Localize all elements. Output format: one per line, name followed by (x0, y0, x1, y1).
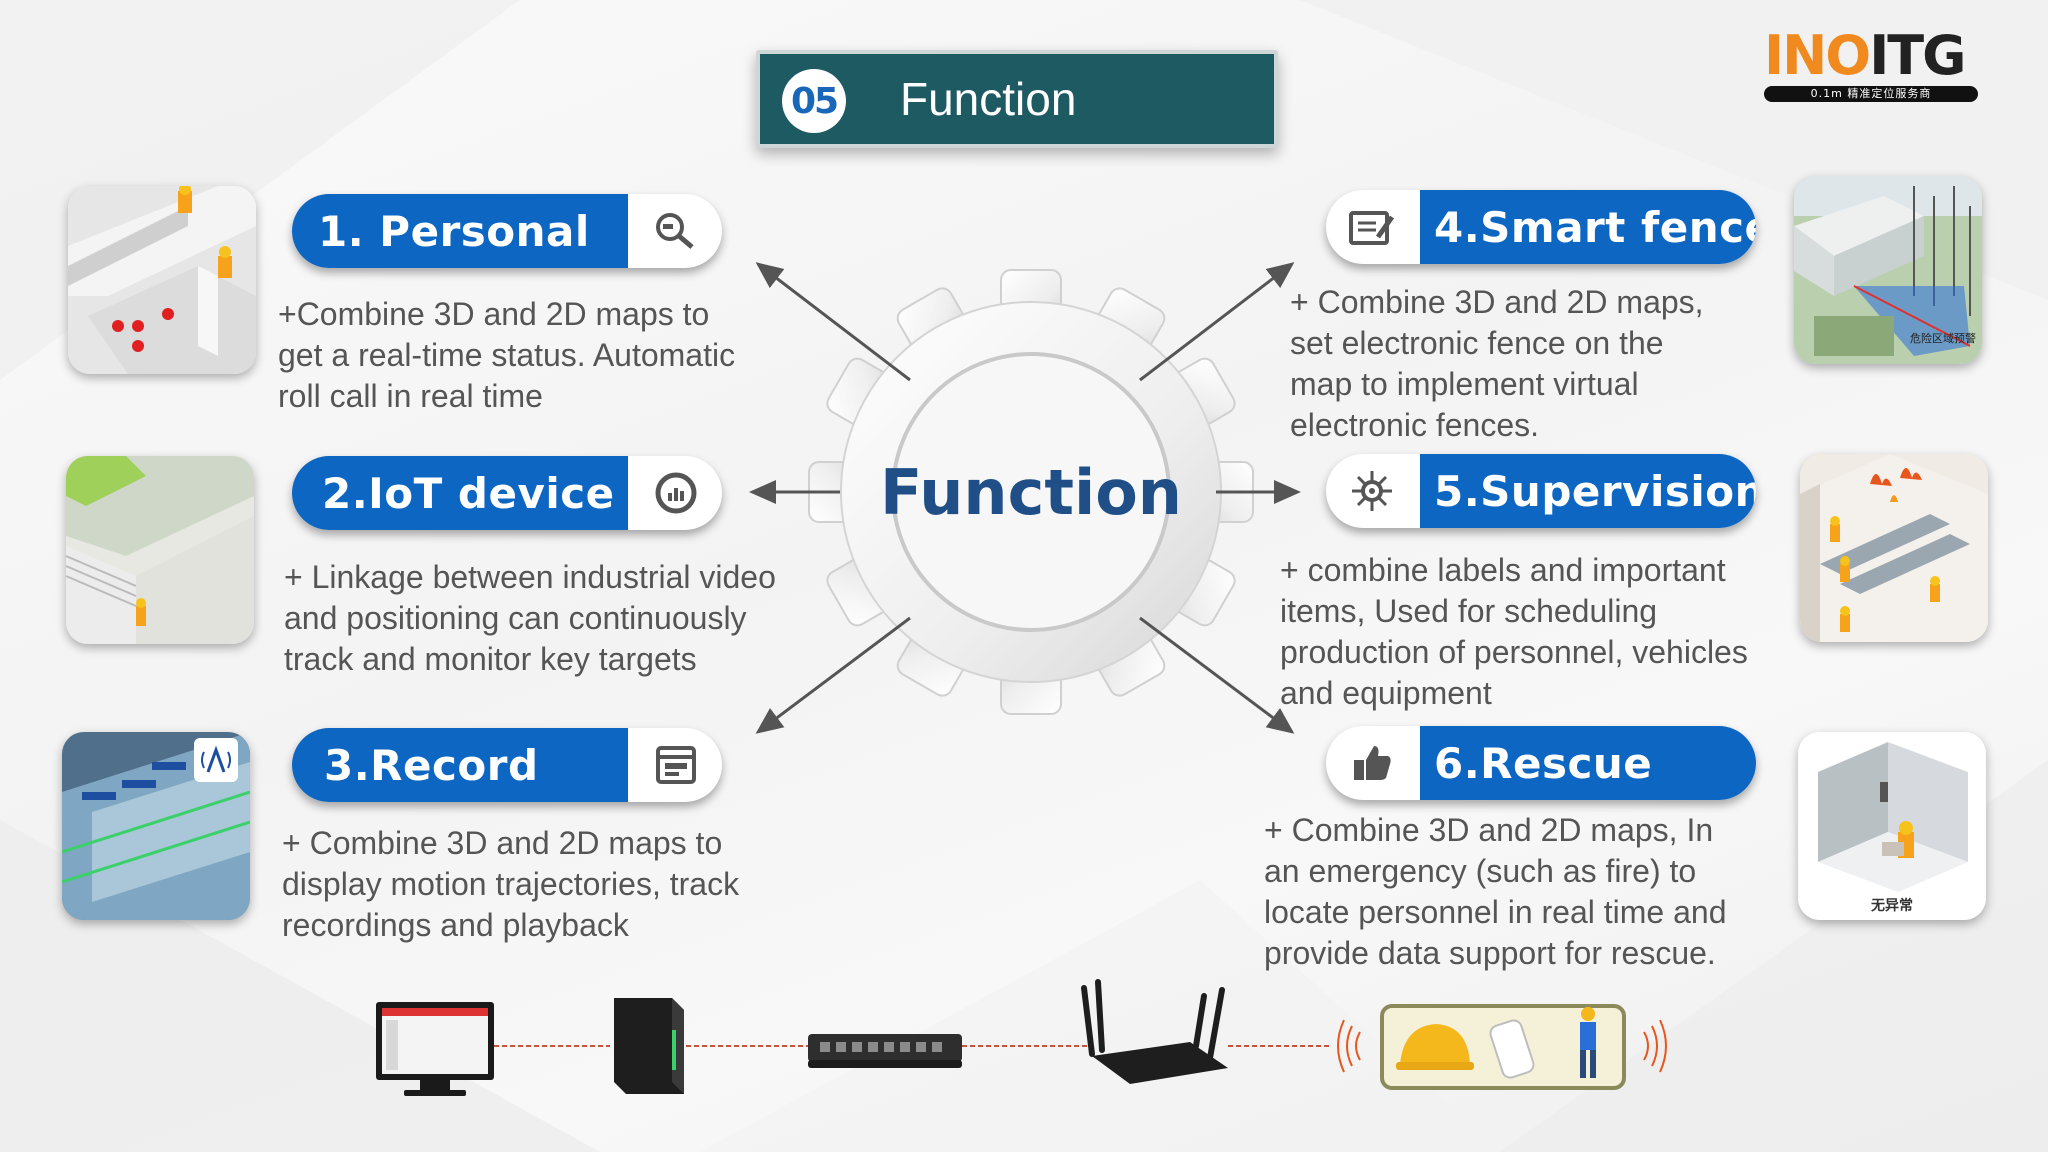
router-icon (1081, 979, 1228, 1084)
thumbnail-supervision (1800, 454, 1988, 642)
function-label-rescue: 6.Rescue (1434, 738, 1653, 788)
function-desc-personal: +Combine 3D and 2D maps to get a real-ti… (278, 294, 735, 417)
desc-line: recordings and playback (282, 907, 629, 943)
desc-line: + combine labels and important (1280, 552, 1726, 588)
desc-line: + Combine 3D and 2D maps, (1290, 284, 1704, 320)
rescue-status-caption: 无异常 (1870, 897, 1913, 914)
section-header: 05 Function (756, 50, 1278, 148)
logo-brand-a: INO (1764, 24, 1871, 87)
desc-line: set electronic fence on the (1290, 325, 1664, 361)
fence-warning-caption: 危险区域预警 (1910, 331, 1976, 345)
desc-line: display motion trajectories, track (282, 866, 740, 902)
function-pill-personal[interactable]: 1. Personal (292, 194, 722, 268)
desc-line: locate personnel in real time and (1264, 894, 1727, 930)
browser-window-icon (630, 728, 722, 802)
arrow-to-personal (755, 262, 911, 382)
helmet-tag-icon (1396, 1024, 1474, 1070)
monitor-icon (376, 1002, 494, 1096)
worker-tag-icon (1580, 1007, 1596, 1078)
section-title: Function (900, 73, 1077, 125)
desc-line: and positioning can continuously (284, 600, 747, 636)
system-topology (376, 979, 1667, 1096)
arrow-to-record (755, 616, 911, 734)
section-number-badge: 05 (782, 69, 846, 133)
desc-line: + Combine 3D and 2D maps to (282, 825, 723, 861)
inoitg-logo: INOITG 0.1m 精准定位服务商 (1764, 26, 1982, 108)
server-icon (614, 998, 684, 1094)
desc-line: production of personnel, vehicles (1280, 634, 1748, 670)
function-label-supervision: 5.Supervision (1434, 466, 1756, 516)
function-desc-record: + Combine 3D and 2D maps to display moti… (282, 823, 739, 946)
signal-waves-right-icon (1643, 1019, 1667, 1073)
function-pill-supervision[interactable]: 5.Supervision (1326, 454, 1756, 528)
monitor-dial-icon (630, 456, 722, 530)
logo-tagline: 0.1m 精准定位服务商 (1764, 86, 1978, 102)
desc-line: items, Used for scheduling (1280, 593, 1658, 629)
search-key-icon (630, 194, 722, 268)
function-desc-smart-fence: + Combine 3D and 2D maps, set electronic… (1290, 282, 1704, 446)
desc-line: an emergency (such as fire) to (1264, 853, 1697, 889)
arrow-to-smart-fence (1139, 262, 1295, 382)
desc-line: + Linkage between industrial video (284, 559, 776, 595)
desc-line: and equipment (1280, 675, 1492, 711)
signal-waves-left-icon (1337, 1019, 1361, 1073)
thumbnail-record (62, 732, 250, 920)
center-label: Function (880, 456, 1182, 529)
desc-line: electronic fences. (1290, 407, 1540, 443)
function-desc-iot-device: + Linkage between industrial video and p… (284, 557, 776, 680)
function-pill-smart-fence[interactable]: 4.Smart fence (1326, 190, 1756, 264)
arrow-to-rescue (1139, 616, 1295, 734)
network-gear-icon (1326, 454, 1418, 528)
function-pill-iot-device[interactable]: 2.IoT device (292, 456, 722, 530)
desc-line: roll call in real time (278, 378, 543, 414)
thumbnail-smart-fence: 危险区域预警 (1794, 176, 1982, 364)
logo-brand-b: ITG (1869, 24, 1966, 87)
edit-document-icon (1326, 190, 1418, 264)
function-desc-rescue: + Combine 3D and 2D maps, In an emergenc… (1264, 810, 1727, 974)
thumbnail-iot-device (66, 456, 254, 644)
desc-line: get a real-time status. Automatic (278, 337, 736, 373)
badge-tag-icon (1489, 1019, 1535, 1079)
network-switch-icon (808, 1034, 962, 1068)
desc-line: map to implement virtual (1290, 366, 1639, 402)
desc-line: provide data support for rescue. (1264, 935, 1716, 971)
function-label-personal: 1. Personal (318, 206, 590, 256)
function-pill-rescue[interactable]: 6.Rescue (1326, 726, 1756, 800)
function-pill-record[interactable]: 3.Record (292, 728, 722, 802)
positioning-tags-panel (1380, 1004, 1626, 1090)
function-label-record: 3.Record (324, 740, 539, 790)
desc-line: +Combine 3D and 2D maps to (278, 296, 710, 332)
function-label-iot-device: 2.IoT device (322, 468, 615, 518)
desc-line: track and monitor key targets (284, 641, 697, 677)
thumbs-up-icon (1326, 726, 1418, 800)
function-desc-supervision: + combine labels and important items, Us… (1280, 550, 1748, 714)
function-label-smart-fence: 4.Smart fence (1434, 202, 1756, 252)
gear-icon (808, 269, 1254, 715)
thumbnail-rescue: 无异常 (1798, 732, 1986, 920)
desc-line: + Combine 3D and 2D maps, In (1264, 812, 1714, 848)
thumbnail-personal (68, 186, 256, 374)
